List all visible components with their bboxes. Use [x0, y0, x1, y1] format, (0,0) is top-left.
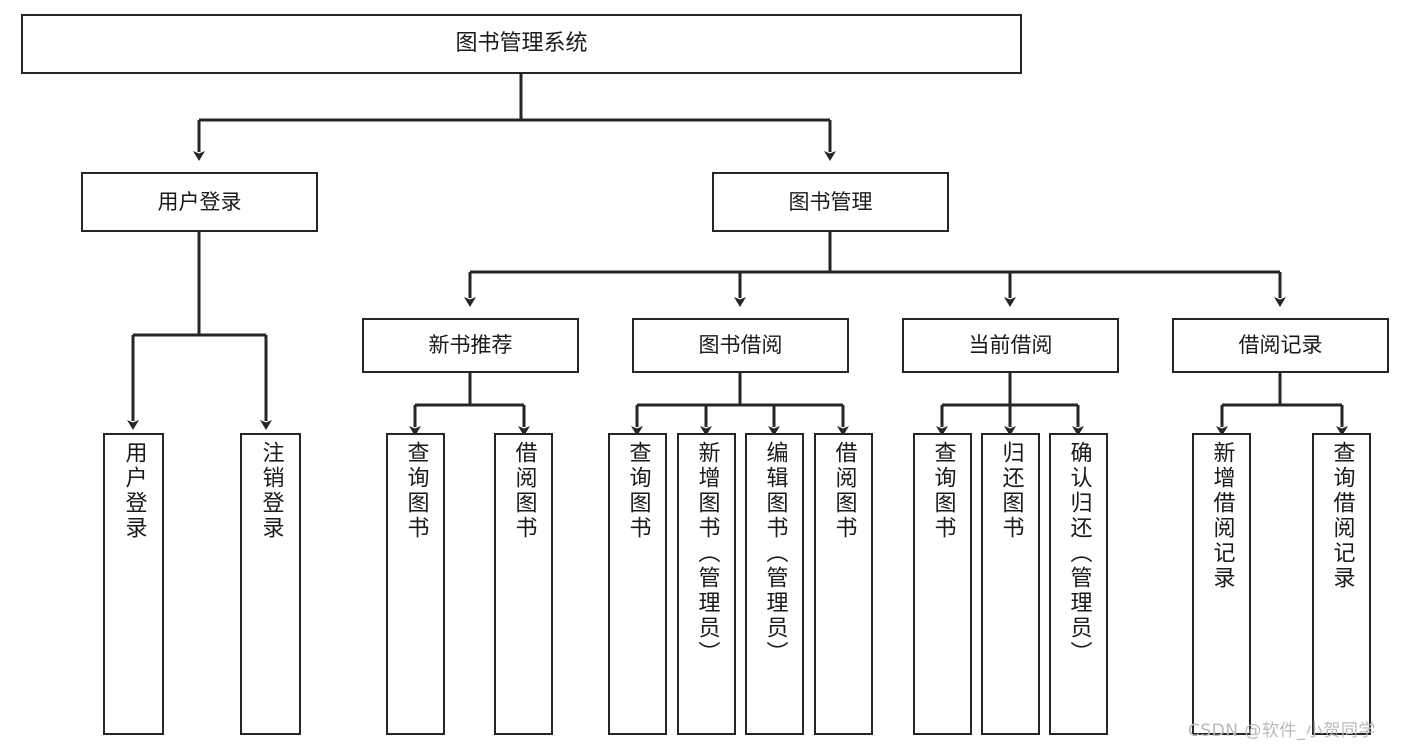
leaf-book-borrow-edit[interactable]: 编辑图书（管理员） — [745, 433, 804, 735]
node-current-borrow[interactable]: 当前借阅 — [902, 318, 1119, 373]
node-user-login[interactable]: 用户登录 — [81, 172, 318, 232]
leaf-current-borrow-confirm-return[interactable]: 确认归还（管理员） — [1049, 433, 1108, 735]
node-label: 查询图书 — [930, 441, 956, 541]
node-label: 图书管理系统 — [455, 31, 588, 57]
leaf-borrow-record-query[interactable]: 查询借阅记录 — [1312, 433, 1371, 735]
leaf-user-login-logout[interactable]: 注销登录 — [240, 433, 301, 735]
node-label: 借阅记录 — [1238, 333, 1323, 358]
node-label: 图书借阅 — [698, 333, 783, 358]
leaf-current-borrow-return[interactable]: 归还图书 — [981, 433, 1040, 735]
leaf-new-book-borrow[interactable]: 借阅图书 — [494, 433, 553, 735]
node-label: 确认归还（管理员） — [1066, 441, 1092, 666]
node-book-borrow[interactable]: 图书借阅 — [632, 318, 849, 373]
node-label: 用户登录 — [121, 441, 147, 541]
leaf-book-borrow-borrow[interactable]: 借阅图书 — [814, 433, 873, 735]
node-label: 查询图书 — [625, 441, 651, 541]
node-label: 用户登录 — [157, 189, 242, 214]
leaf-user-login-login[interactable]: 用户登录 — [103, 433, 164, 735]
node-borrow-record[interactable]: 借阅记录 — [1172, 318, 1389, 373]
node-book-management-system[interactable]: 图书管理系统 — [21, 14, 1022, 74]
node-label: 新增图书（管理员） — [694, 441, 720, 666]
node-label: 当前借阅 — [968, 333, 1053, 358]
node-label: 编辑图书（管理员） — [762, 441, 788, 666]
leaf-book-borrow-query[interactable]: 查询图书 — [608, 433, 667, 735]
leaf-new-book-query[interactable]: 查询图书 — [386, 433, 445, 735]
leaf-current-borrow-query[interactable]: 查询图书 — [913, 433, 972, 735]
leaf-borrow-record-add[interactable]: 新增借阅记录 — [1192, 433, 1251, 735]
node-label: 新增借阅记录 — [1209, 441, 1235, 591]
node-label: 查询借阅记录 — [1329, 441, 1355, 591]
node-book-management[interactable]: 图书管理 — [712, 172, 949, 232]
csdn-watermark: CSDN @软件_小贺同学 — [1188, 721, 1376, 741]
node-label: 注销登录 — [258, 441, 284, 541]
node-new-book-recommend[interactable]: 新书推荐 — [362, 318, 579, 373]
node-label: 借阅图书 — [511, 441, 537, 541]
leaf-book-borrow-add[interactable]: 新增图书（管理员） — [677, 433, 736, 735]
node-label: 归还图书 — [998, 441, 1024, 541]
node-label: 图书管理 — [788, 189, 873, 214]
node-label: 借阅图书 — [831, 441, 857, 541]
node-label: 新书推荐 — [428, 333, 513, 358]
node-label: 查询图书 — [403, 441, 429, 541]
